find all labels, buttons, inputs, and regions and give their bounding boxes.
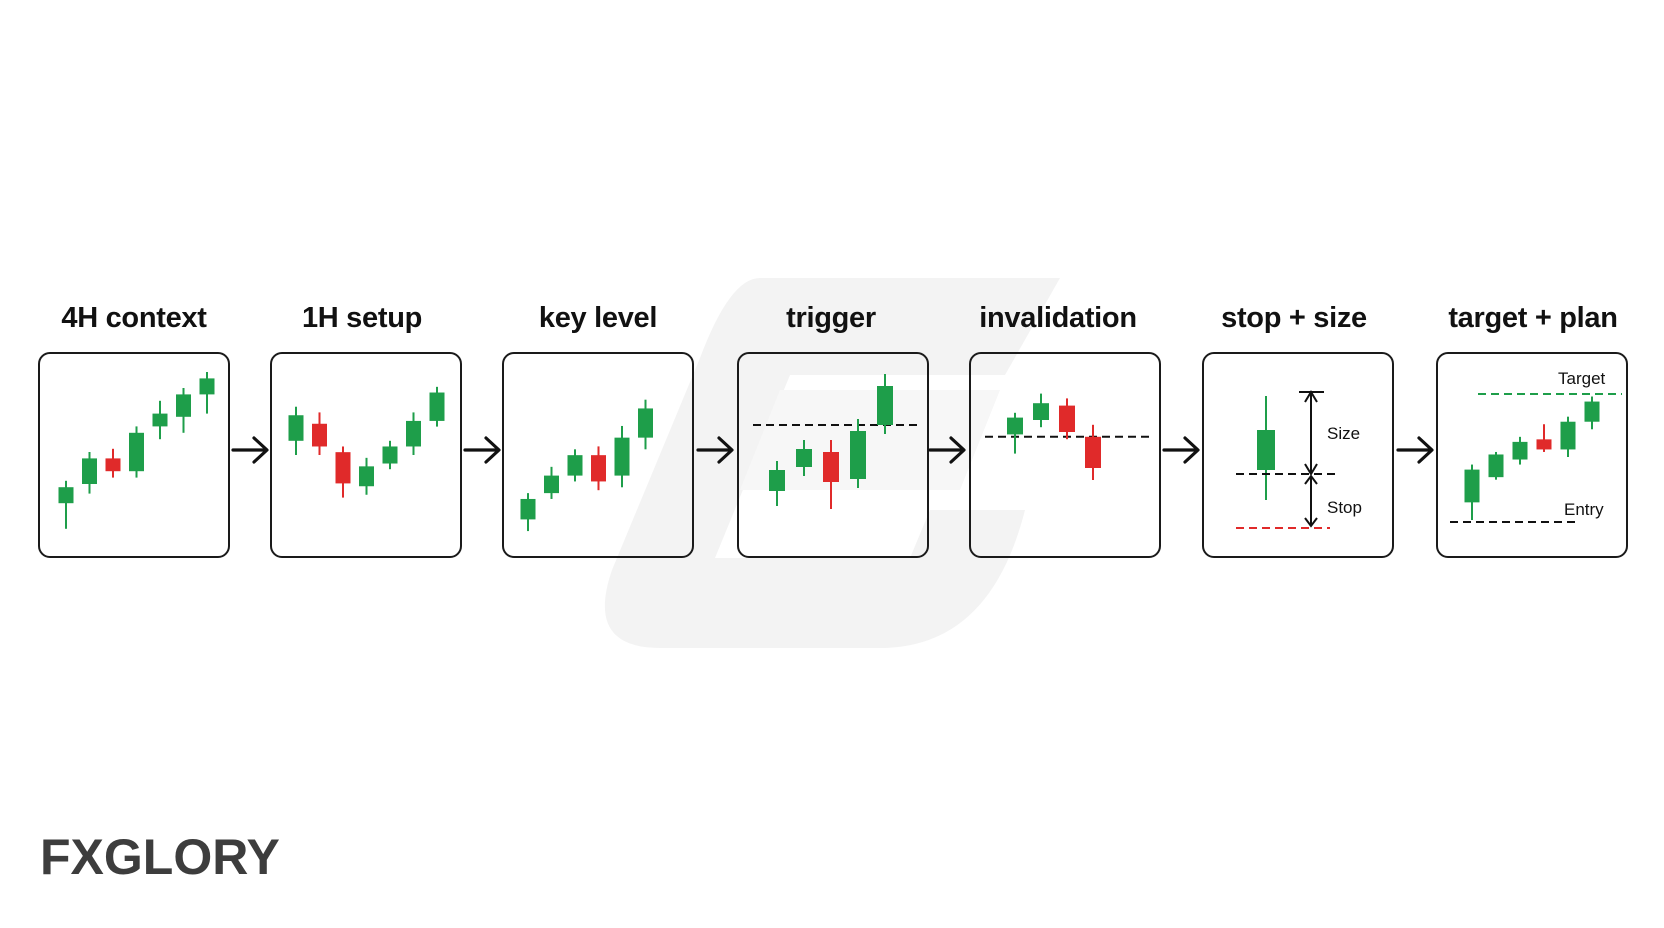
bull-candle <box>152 413 168 427</box>
bull-candle <box>520 498 536 520</box>
bull-candle <box>1464 469 1480 503</box>
arrow-down-icon <box>1304 463 1318 476</box>
step-title-setup: 1H setup <box>301 302 423 334</box>
bull-candle <box>1584 401 1600 422</box>
bull-candle <box>199 378 215 395</box>
bull-candle <box>796 449 812 467</box>
step-title-context: 4H context <box>61 302 207 334</box>
panel-invalidation <box>969 352 1161 558</box>
panel-target-plan: Target Entry <box>1436 352 1628 558</box>
bull-candle <box>1560 421 1576 450</box>
panel-key-level <box>502 352 694 558</box>
bear-candle <box>105 458 121 472</box>
bull-candle <box>382 446 398 464</box>
panel-setup <box>270 352 462 558</box>
bull-candle <box>406 420 421 447</box>
step-title-trigger: trigger <box>786 302 876 334</box>
bear-candle <box>1536 439 1552 450</box>
bull-candle <box>850 431 866 479</box>
candle-chart <box>58 372 215 529</box>
bull-candle <box>638 408 653 438</box>
bull-candle <box>1033 403 1049 420</box>
bull-candle <box>82 458 97 484</box>
bull-candle <box>1007 417 1023 435</box>
bull-candle <box>877 386 893 425</box>
arrow-right-icon <box>463 436 501 464</box>
step-title-target-plan: target + plan <box>1448 302 1618 334</box>
bull-candle <box>614 437 630 476</box>
arrow-right-icon <box>231 436 269 464</box>
panel-trigger <box>737 352 929 558</box>
bear-candle <box>1085 436 1101 468</box>
bear-candle <box>312 423 327 447</box>
panel-stop-size: Size Stop <box>1202 352 1394 558</box>
brand-logo: FXGLORY <box>40 832 280 882</box>
arrow-right-icon <box>1396 436 1434 464</box>
bear-candle <box>1059 405 1075 432</box>
target-label: Target <box>1558 369 1606 388</box>
arrow-right-icon <box>696 436 734 464</box>
logo-text-glory: GLORY <box>103 829 280 885</box>
bull-candle <box>359 466 374 487</box>
bull-candle <box>58 487 74 504</box>
size-label: Size <box>1327 424 1361 443</box>
bear-candle <box>591 455 606 482</box>
logo-text-fx: FX <box>40 829 104 885</box>
bear-candle <box>335 452 351 484</box>
bull-candle <box>769 470 785 491</box>
arrow-down-icon <box>1304 517 1318 528</box>
bull-candle <box>429 392 445 421</box>
step-title-key-level: key level <box>538 302 658 334</box>
candle-chart <box>985 393 1149 480</box>
candle-chart <box>520 399 653 532</box>
bull-candle <box>176 394 191 417</box>
bull-candle <box>288 415 304 441</box>
arrow-up-icon <box>1304 474 1318 485</box>
candle-chart <box>1450 393 1622 523</box>
candle-chart <box>288 386 445 498</box>
bull-candle <box>1488 454 1504 478</box>
bull-candle <box>129 432 144 472</box>
step-title-stop-size: stop + size <box>1221 302 1367 334</box>
bear-candle <box>823 452 839 482</box>
bull-candle <box>1257 430 1275 470</box>
step-title-invalidation: invalidation <box>979 302 1137 334</box>
stop-label: Stop <box>1327 498 1362 517</box>
arrow-right-icon <box>928 436 966 464</box>
panel-context <box>38 352 230 558</box>
entry-label: Entry <box>1564 500 1604 519</box>
candle-chart <box>753 374 917 509</box>
arrow-up-icon <box>1304 390 1318 403</box>
arrow-right-icon <box>1162 436 1200 464</box>
bull-candle <box>567 455 583 476</box>
bull-candle <box>1512 441 1528 460</box>
bull-candle <box>544 475 559 494</box>
stop-size-diagram <box>1236 390 1336 529</box>
